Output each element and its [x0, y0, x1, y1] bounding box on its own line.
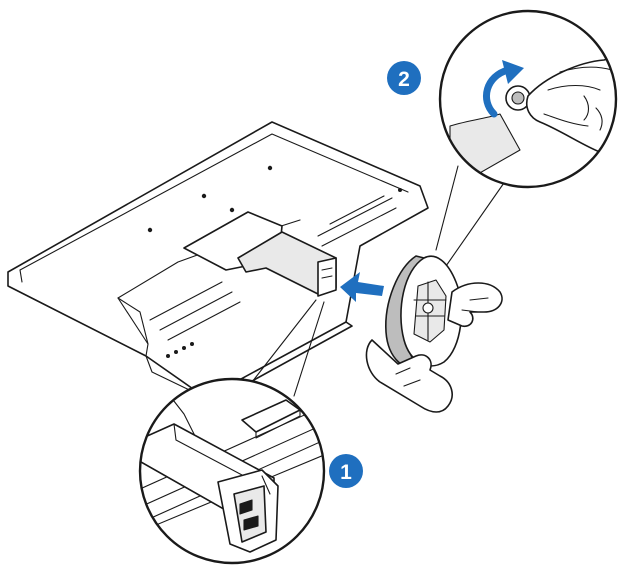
rotate-clockwise-icon	[483, 60, 524, 118]
hands	[365, 282, 503, 413]
stand-base	[385, 255, 463, 370]
stand-neck-detail	[138, 377, 326, 565]
step-badge-1: 1	[329, 454, 363, 488]
callout-leader-lines	[251, 165, 507, 397]
step-label-1: 1	[340, 461, 352, 484]
step-label-2: 2	[398, 68, 410, 91]
arrow-left-icon	[340, 272, 384, 302]
base-screw-detail	[438, 9, 618, 189]
stand-neck	[183, 211, 337, 297]
step-badge-2: 2	[387, 61, 421, 95]
